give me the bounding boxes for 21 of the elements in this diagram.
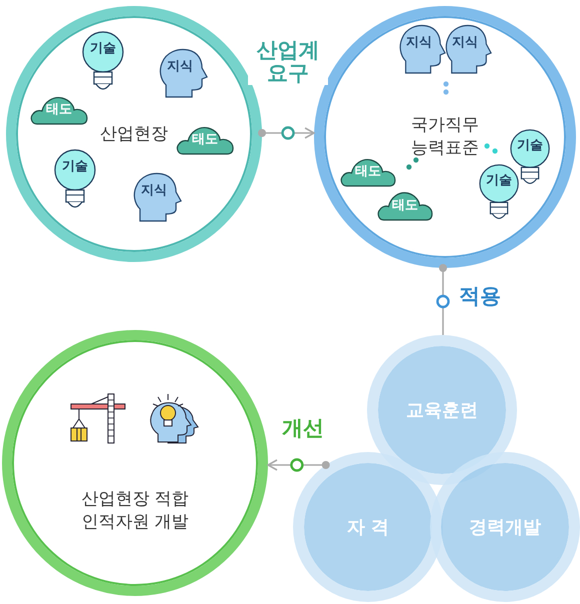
node-label: 자 격 <box>346 516 390 539</box>
node-label: 지식 <box>451 36 480 49</box>
node-label: 태도 <box>391 198 419 212</box>
node-label: 산업현장 적합 인적자원 개발 <box>80 488 190 534</box>
node-label: 태도 <box>354 165 382 178</box>
node-label: 기술 <box>61 160 89 173</box>
node-label: 기술 <box>485 174 513 187</box>
node-label: 태도 <box>191 133 219 146</box>
node-label: 지식 <box>166 60 194 73</box>
connector-arrow <box>267 458 330 472</box>
node-label: 지식 <box>140 184 168 197</box>
connector-arrow <box>258 126 315 140</box>
node-label: 국가직무 능력표준 <box>410 114 480 160</box>
node-label: 지식 <box>405 36 434 49</box>
node-label: 경력개발 <box>469 516 541 539</box>
edge-label: 산업계 요구 <box>248 39 328 86</box>
node-label: 기술 <box>89 42 117 55</box>
node-label: 태도 <box>45 103 73 116</box>
node-label: 산업현장 <box>100 122 168 146</box>
node-label: 교육훈련 <box>406 399 478 422</box>
node-label: 기술 <box>516 138 544 152</box>
